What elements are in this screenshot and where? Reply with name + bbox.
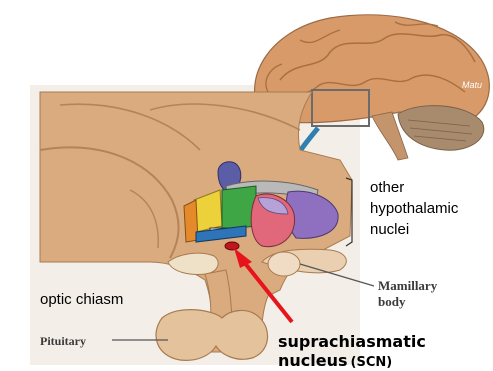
label-body: body [378, 294, 406, 309]
label-scn-abbrev: (SCN) [351, 355, 393, 370]
label-hypothalamic: hypothalamic [370, 200, 459, 217]
label-suprachiasmatic: suprachiasmatic [278, 332, 426, 351]
label-other: other [370, 179, 404, 196]
label-pituitary: Pituitary [40, 334, 86, 348]
label-mamillary: Mamillary [378, 278, 438, 293]
label-nucleus-word: nucleus [278, 351, 348, 370]
scn-nucleus [225, 242, 239, 250]
mamillary-body [268, 252, 300, 276]
label-optic-chiasm: optic chiasm [40, 291, 123, 308]
label-nucleus: nucleus(SCN) [278, 351, 392, 370]
watermark-text: Matu [462, 80, 482, 90]
label-nuclei: nuclei [370, 221, 409, 238]
